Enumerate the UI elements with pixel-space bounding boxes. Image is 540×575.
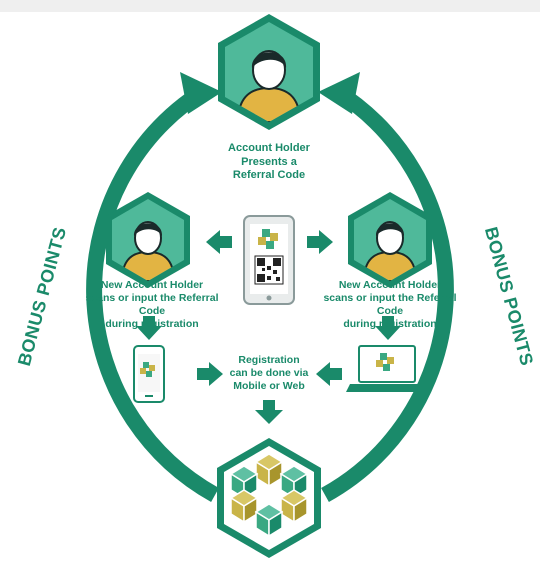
left-label-line-3: during registration	[105, 318, 199, 330]
right-cycle-arc	[321, 83, 454, 502]
top-label-line-3: Referral Code	[232, 169, 306, 181]
flow-arrows	[136, 230, 401, 424]
account-holder-avatar	[218, 14, 320, 130]
arrow-down-left	[136, 316, 162, 340]
arrow-to-left-holder	[206, 230, 232, 254]
right-label: New Account Holder scans or input the Re…	[310, 279, 470, 331]
mobile-phone-device	[133, 345, 165, 403]
center-label-line-1: Registration	[238, 354, 300, 366]
center-label-line-2: can be done via	[229, 367, 309, 379]
right-label-line-2: scans or input the Referral Code	[323, 292, 457, 317]
left-cycle-arc	[86, 83, 219, 502]
arrow-down-right	[375, 316, 401, 340]
cycle-arcs	[86, 72, 454, 502]
top-label-line-2: Presents a	[241, 155, 297, 168]
laptop-device	[346, 345, 428, 392]
right-label-line-3: during registration	[343, 318, 437, 330]
center-label: Registration can be done via Mobile or W…	[222, 354, 316, 393]
left-arc-arrowhead	[180, 72, 222, 114]
right-label-line-1: New Account Holder	[338, 279, 442, 291]
left-label: New Account Holder scans or input the Re…	[72, 279, 232, 331]
left-label-line-2: scans or input the Referral Code	[85, 292, 219, 317]
top-label-line-1: Account Holder	[228, 142, 310, 154]
cube-cluster	[229, 453, 309, 538]
qr-code	[254, 255, 284, 285]
arrow-laptop-to-center	[316, 362, 342, 386]
left-new-holder-avatar	[106, 192, 190, 288]
right-new-holder-avatar	[348, 192, 432, 288]
tablet-qr-device	[243, 215, 295, 305]
top-label: Account Holder Presents a Referral Code	[209, 142, 329, 183]
arrow-down-center	[255, 400, 283, 424]
mini-cube-logo	[258, 229, 278, 249]
left-label-line-1: New Account Holder	[100, 279, 204, 291]
center-label-line-3: Mobile or Web	[233, 380, 305, 392]
arrow-phone-to-center	[197, 362, 223, 386]
top-bar	[0, 0, 540, 12]
arrow-to-right-holder	[307, 230, 333, 254]
cube-logo-hexagon	[217, 438, 321, 558]
right-arc-arrowhead	[318, 72, 360, 114]
